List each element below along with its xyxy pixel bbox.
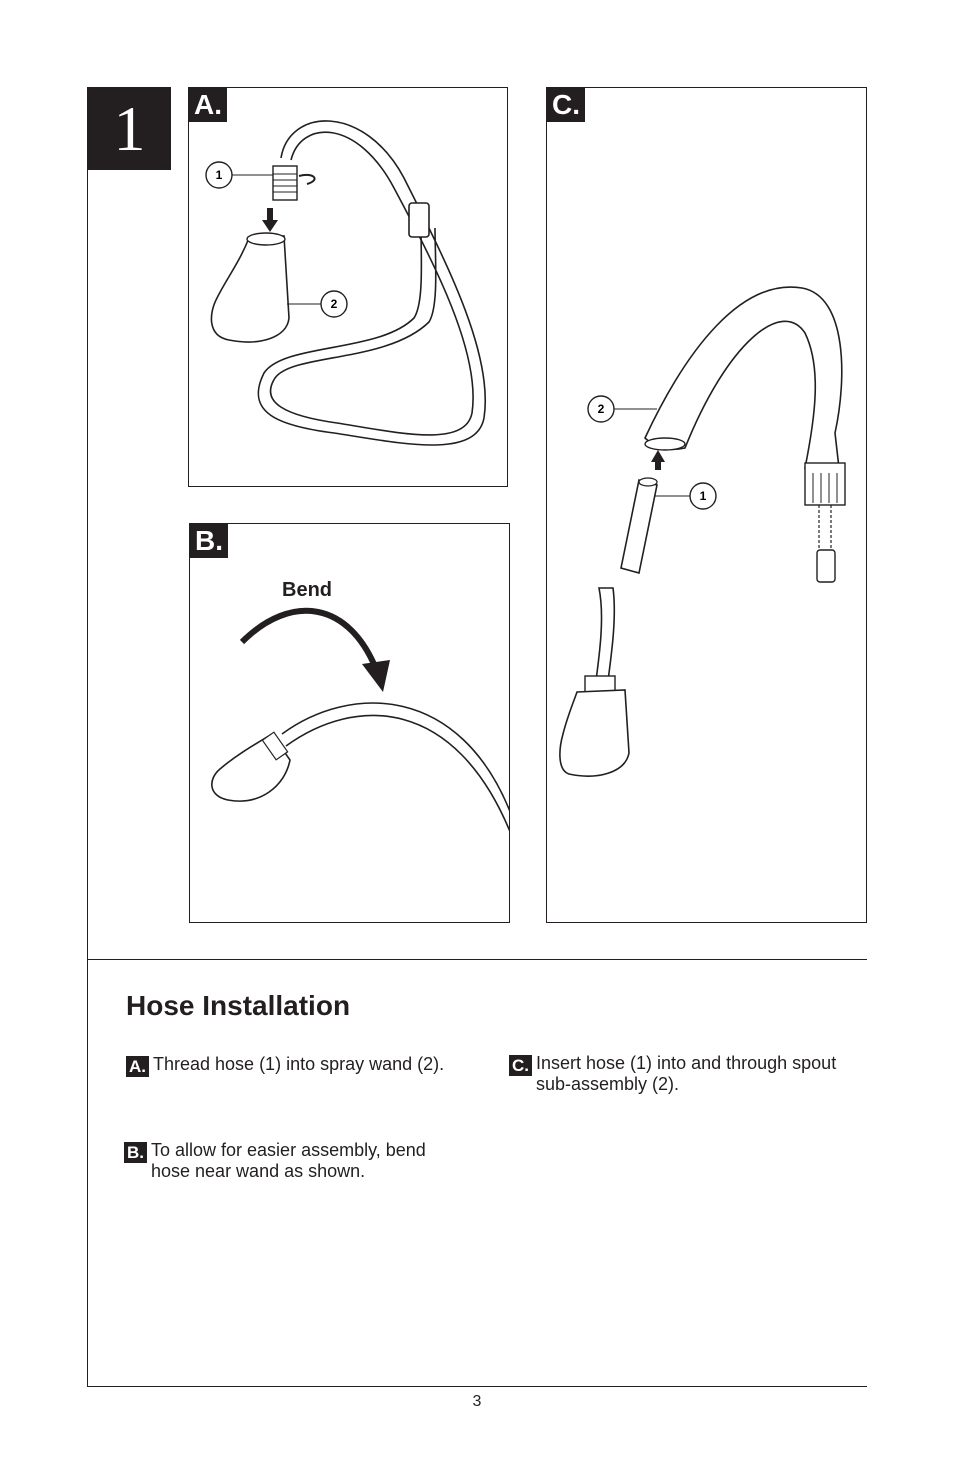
- footer-rule: [87, 1386, 867, 1387]
- callout-a-2: 2: [331, 297, 338, 311]
- section-title: Hose Installation: [126, 990, 351, 1021]
- callout-c-1: 1: [700, 489, 707, 503]
- instruction-a-text: Thread hose (1) into spray wand (2).: [153, 1054, 445, 1074]
- panel-b-label: B.: [190, 524, 228, 558]
- figure-b-drawing: Bend: [211, 579, 509, 832]
- instruction-b-line1: To allow for easier assembly, bend: [151, 1140, 426, 1160]
- instruction-a: A.Thread hose (1) into spray wand (2).: [126, 1054, 444, 1077]
- instruction-c-line2: sub-assembly (2).: [536, 1074, 680, 1094]
- instruction-c: C. Insert hose (1) into and through spou…: [509, 1053, 836, 1095]
- panel-a-label: A.: [189, 88, 227, 122]
- instruction-b-tag: B.: [124, 1142, 147, 1163]
- figure-c-drawing: 2 1: [559, 286, 846, 777]
- instruction-b: B. To allow for easier assembly, bend ho…: [124, 1140, 426, 1182]
- bend-label: Bend: [282, 579, 332, 601]
- callout-c-2: 2: [598, 402, 605, 416]
- step-number: 1: [113, 93, 146, 164]
- figure-a-drawing: 1 2: [205, 120, 486, 446]
- figure-panel-a: 1 2 A.: [188, 87, 508, 487]
- step-number-badge: 1: [88, 87, 171, 170]
- section-divider: [87, 959, 867, 960]
- callout-a-1: 1: [216, 168, 223, 182]
- instruction-b-line2: hose near wand as shown.: [151, 1161, 366, 1181]
- panel-c-label: C.: [547, 88, 585, 122]
- instruction-c-line1: Insert hose (1) into and through spout: [536, 1053, 837, 1073]
- instruction-c-tag: C.: [509, 1055, 532, 1076]
- instruction-a-tag: A.: [126, 1056, 149, 1077]
- figure-panel-c: 2 1 C.: [546, 87, 867, 923]
- frame-left-rule: [87, 87, 88, 1387]
- page-number: 3: [472, 1393, 482, 1410]
- figure-panel-b: Bend B.: [189, 523, 510, 923]
